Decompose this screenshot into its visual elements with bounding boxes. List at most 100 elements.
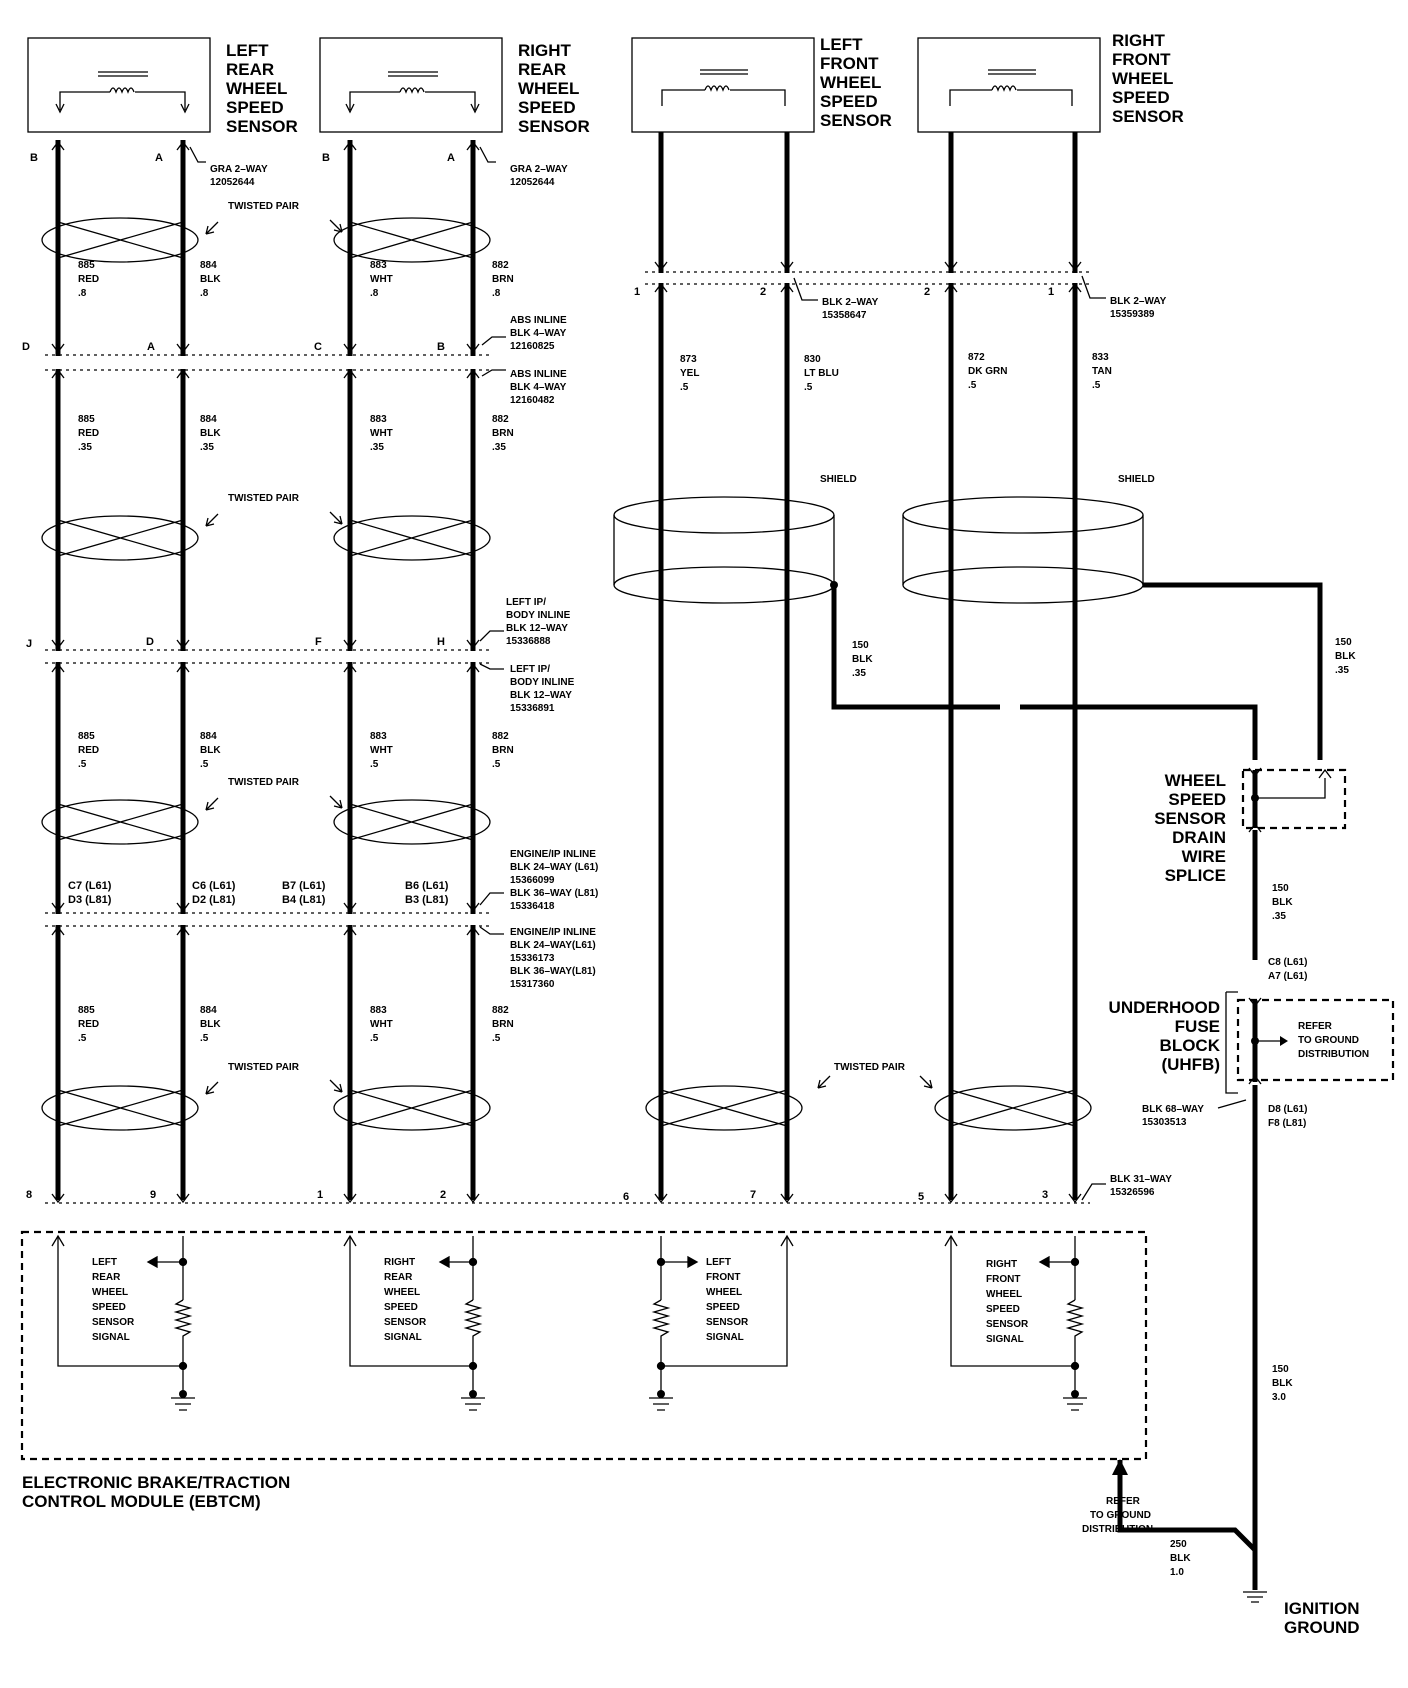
svg-text:884: 884 (200, 1005, 217, 1016)
svg-text:SIGNAL: SIGNAL (92, 1332, 130, 1343)
svg-text:.35: .35 (200, 442, 214, 453)
svg-text:150: 150 (1272, 1364, 1289, 1375)
svg-text:TWISTED PAIR: TWISTED PAIR (228, 1062, 300, 1073)
svg-text:2: 2 (440, 1189, 446, 1201)
svg-text:WHT: WHT (370, 1019, 393, 1030)
drain-labels: 150 BLK .35 150 BLK .35 150 BLK .35 150 … (852, 637, 1369, 1578)
svg-text:BLK 4–WAY: BLK 4–WAY (510, 382, 567, 393)
svg-text:884: 884 (200, 414, 217, 425)
svg-text:883: 883 (370, 414, 387, 425)
svg-text:RED: RED (78, 428, 99, 439)
svg-text:BRN: BRN (492, 428, 514, 439)
svg-text:.35: .35 (78, 442, 92, 453)
svg-text:BLK: BLK (1335, 651, 1356, 662)
svg-text:SENSOR: SENSOR (706, 1317, 749, 1328)
svg-text:BLK 12–WAY: BLK 12–WAY (510, 690, 572, 701)
svg-text:1: 1 (1048, 286, 1054, 298)
svg-text:A7 (L61): A7 (L61) (1268, 971, 1307, 982)
svg-text:BLK 2–WAY: BLK 2–WAY (822, 297, 879, 308)
svg-text:WHEEL: WHEEL (820, 73, 881, 92)
svg-text:BLK 4–WAY: BLK 4–WAY (510, 328, 567, 339)
svg-text:REAR: REAR (518, 60, 566, 79)
svg-text:.5: .5 (804, 382, 813, 393)
svg-text:SIGNAL: SIGNAL (986, 1334, 1024, 1345)
svg-text:A: A (447, 152, 455, 164)
sensor-left-front (631, 37, 815, 133)
svg-text:TWISTED PAIR: TWISTED PAIR (228, 777, 300, 788)
svg-text:LEFT: LEFT (226, 41, 269, 60)
svg-text:BRN: BRN (492, 274, 514, 285)
rf-l0: RIGHT (1112, 31, 1166, 50)
twisted-pair-labels: TWISTED PAIR TWISTED PAIR TWISTED PAIR T… (228, 201, 1155, 1073)
svg-text:WHEEL: WHEEL (518, 79, 579, 98)
svg-text:WHT: WHT (370, 428, 393, 439)
svg-text:B7 (L61): B7 (L61) (282, 880, 326, 892)
svg-text:LEFT: LEFT (706, 1257, 731, 1268)
svg-text:WHEEL: WHEEL (986, 1289, 1022, 1300)
svg-text:REAR: REAR (92, 1272, 121, 1283)
drain-wires (830, 581, 1323, 1603)
svg-text:883: 883 (370, 260, 387, 271)
svg-text:TWISTED PAIR: TWISTED PAIR (834, 1062, 906, 1073)
svg-text:LEFT IP/: LEFT IP/ (506, 597, 546, 608)
svg-text:150: 150 (852, 640, 869, 651)
svg-text:12160825: 12160825 (510, 341, 555, 352)
rf-l1: FRONT (1112, 50, 1171, 69)
svg-text:ENGINE/IP INLINE: ENGINE/IP INLINE (510, 849, 596, 860)
svg-text:FUSE: FUSE (1175, 1017, 1220, 1036)
svg-text:WHT: WHT (370, 274, 393, 285)
svg-text:BLK: BLK (200, 428, 221, 439)
rr-l2: WHEEL (518, 79, 579, 98)
ebtcm-module[interactable] (20, 1230, 1148, 1461)
svg-text:RIGHT: RIGHT (518, 41, 572, 60)
svg-text:BLOCK: BLOCK (1160, 1036, 1221, 1055)
svg-text:IGNITION: IGNITION (1284, 1599, 1360, 1618)
svg-text:RIGHT: RIGHT (986, 1259, 1017, 1270)
svg-text:7: 7 (750, 1189, 756, 1201)
svg-text:SPEED: SPEED (986, 1304, 1020, 1315)
svg-text:873: 873 (680, 354, 697, 365)
svg-text:BLK: BLK (200, 274, 221, 285)
lr-l4: SENSOR (226, 117, 298, 136)
svg-text:ELECTRONIC BRAKE/TRACTION: ELECTRONIC BRAKE/TRACTION (22, 1473, 290, 1492)
svg-text:9: 9 (150, 1189, 156, 1201)
svg-text:BODY INLINE: BODY INLINE (510, 677, 575, 688)
svg-text:882: 882 (492, 260, 509, 271)
svg-text:.35: .35 (492, 442, 506, 453)
svg-text:BLK 36–WAY (L81): BLK 36–WAY (L81) (510, 888, 598, 899)
svg-text:DISTRIBUTION: DISTRIBUTION (1082, 1524, 1153, 1535)
svg-text:SPEED: SPEED (1112, 88, 1170, 107)
svg-text:ABS INLINE: ABS INLINE (510, 369, 567, 380)
svg-text:SPEED: SPEED (1168, 790, 1226, 809)
svg-text:LEFT: LEFT (820, 35, 863, 54)
svg-text:SPEED: SPEED (518, 98, 576, 117)
wires (55, 132, 1078, 1200)
svg-text:C8 (L61): C8 (L61) (1268, 957, 1307, 968)
svg-text:882: 882 (492, 1005, 509, 1016)
svg-text:BLK 24–WAY(L61): BLK 24–WAY(L61) (510, 940, 596, 951)
svg-text:15336888: 15336888 (506, 636, 551, 647)
svg-text:B: B (437, 341, 445, 353)
svg-text:REFER: REFER (1298, 1021, 1333, 1032)
svg-text:.5: .5 (200, 759, 209, 770)
svg-text:12160482: 12160482 (510, 395, 555, 406)
svg-text:GRA 2–WAY: GRA 2–WAY (510, 164, 568, 175)
svg-text:BLK: BLK (1272, 1378, 1293, 1389)
svg-text:C6 (L61): C6 (L61) (192, 880, 236, 892)
svg-text:885: 885 (78, 731, 95, 742)
svg-text:.35: .35 (370, 442, 384, 453)
rr-l3: SPEED (518, 98, 576, 117)
svg-text:6: 6 (623, 1191, 629, 1203)
svg-text:885: 885 (78, 260, 95, 271)
svg-text:BRN: BRN (492, 745, 514, 756)
module-ground-dots (179, 1390, 1079, 1398)
svg-text:SPEED: SPEED (384, 1302, 418, 1313)
svg-text:250: 250 (1170, 1539, 1187, 1550)
svg-text:12052644: 12052644 (510, 177, 555, 188)
svg-text:C: C (314, 341, 322, 353)
svg-text:WHEEL: WHEEL (226, 79, 287, 98)
connector-labels: GRA 2–WAY 12052644 GRA 2–WAY 12052644 BL… (189, 146, 1247, 1201)
svg-text:15326596: 15326596 (1110, 1187, 1155, 1198)
svg-text:BLK 31–WAY: BLK 31–WAY (1110, 1174, 1172, 1185)
svg-text:SENSOR: SENSOR (1112, 107, 1184, 126)
